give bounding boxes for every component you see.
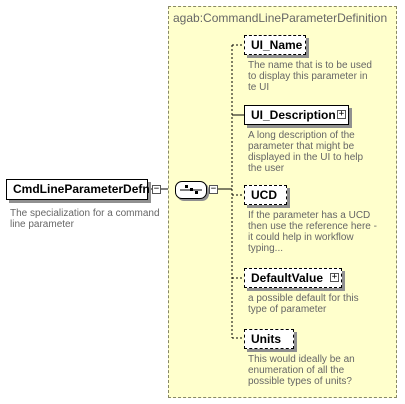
child-element-ucd[interactable]: UCD (244, 185, 287, 205)
doc-line: displayed in the UI to help (248, 152, 364, 163)
doc-line: type of parameter (248, 304, 327, 315)
doc-line: the user (248, 163, 285, 174)
doc-line: enumeration of all the (248, 365, 345, 376)
child-element-ui-name[interactable]: UI_Name (244, 35, 306, 55)
root-doc-line: line parameter (10, 219, 74, 230)
doc-line: A long description of the (248, 130, 355, 141)
child-element-units[interactable]: Units (244, 329, 294, 349)
sequence-collapse-icon[interactable]: − (209, 184, 218, 194)
child-documentation: The name that is to be used to display t… (248, 60, 372, 93)
doc-line: te UI (248, 82, 270, 93)
doc-line: If the parameter has a UCD (248, 210, 371, 221)
doc-line: a possible default for this (248, 293, 359, 304)
expand-icon[interactable]: + (337, 109, 346, 119)
child-element-label: UI_Name (251, 38, 303, 52)
child-documentation: This would ideally be an enumeration of … (248, 354, 355, 387)
doc-line: to display this parameter in (248, 71, 368, 82)
doc-line: typing... (248, 243, 284, 254)
sequence-icon[interactable] (175, 181, 207, 199)
doc-line: This would ideally be an (248, 354, 355, 365)
root-doc-line: The specialization for a command (10, 208, 160, 219)
doc-line: The name that is to be used (248, 60, 372, 71)
root-element-label: CmdLineParameterDefn (13, 182, 150, 196)
root-element[interactable]: CmdLineParameterDefn (6, 179, 150, 200)
child-element-ui-description[interactable]: UI_Description (244, 105, 349, 125)
child-element-label: UCD (251, 188, 277, 202)
root-collapse-icon[interactable]: − (152, 184, 161, 194)
child-documentation: If the parameter has a UCD then use the … (248, 210, 377, 254)
child-element-label: Units (251, 332, 281, 346)
expand-icon[interactable]: + (330, 272, 339, 282)
type-title: agab:CommandLineParameterDefinition (173, 11, 388, 25)
child-element-label: UI_Description (251, 108, 336, 122)
child-documentation: a possible default for this type of para… (248, 293, 359, 315)
child-element-label: DefaultValue (251, 271, 324, 285)
child-documentation: A long description of the parameter that… (248, 130, 363, 174)
doc-line: parameter that might be (248, 141, 355, 152)
doc-line: it could help in workflow (248, 232, 354, 243)
doc-line: then use the reference here - (248, 221, 377, 232)
doc-line: possible types of units? (248, 376, 352, 387)
child-element-defaultvalue[interactable]: DefaultValue (244, 268, 342, 288)
root-documentation: The specialization for a command line pa… (10, 208, 160, 230)
